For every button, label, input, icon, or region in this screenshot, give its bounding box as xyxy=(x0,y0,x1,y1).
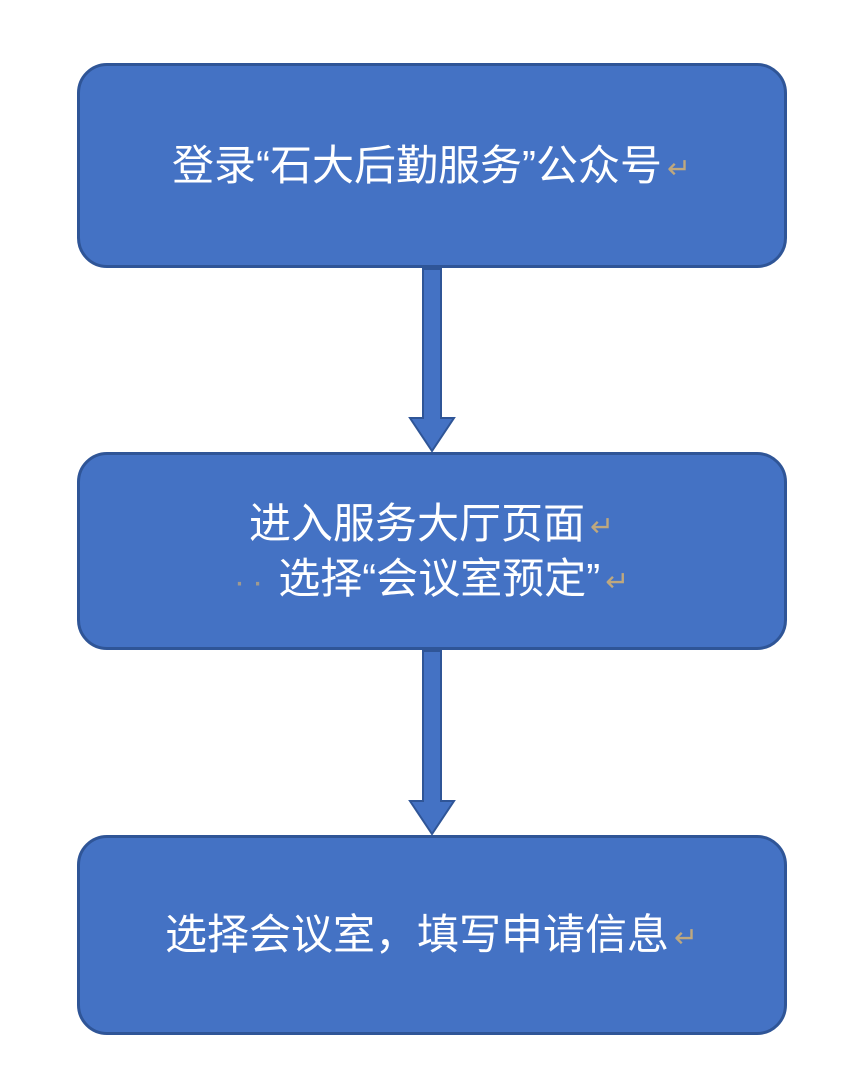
line-break-mark-icon: ↵ xyxy=(674,922,698,955)
flow-step-1-line: 登录“石大后勤服务”公众号↵ xyxy=(172,138,691,193)
flow-step-3: 选择会议室，填写申请信息↵ xyxy=(76,835,787,1035)
down-arrow-2 xyxy=(407,650,456,835)
flow-step-2-line-1: 进入服务大厅页面↵ xyxy=(249,496,614,551)
flow-step-1: 登录“石大后勤服务”公众号↵ xyxy=(76,63,787,268)
line-break-mark-icon: ↵ xyxy=(605,566,630,598)
flow-step-2-line-2: ··选择“会议室预定”↵ xyxy=(234,551,629,606)
flow-step-1-text: 登录“石大后勤服务”公众号 xyxy=(172,141,663,189)
flow-step-3-line: 选择会议室，填写申请信息↵ xyxy=(165,907,698,962)
space-marks-icon: ·· xyxy=(233,564,271,601)
down-arrow-1 xyxy=(407,268,456,452)
flow-step-2-text-2: 选择“会议室预定” xyxy=(278,555,601,602)
line-break-mark-icon: ↵ xyxy=(590,510,614,543)
flow-step-2: 进入服务大厅页面↵ ··选择“会议室预定”↵ xyxy=(76,452,787,650)
flow-step-2-text-1: 进入服务大厅页面 xyxy=(249,499,586,547)
flow-step-3-text: 选择会议室，填写申请信息 xyxy=(165,911,670,959)
line-break-mark-icon: ↵ xyxy=(667,152,691,185)
